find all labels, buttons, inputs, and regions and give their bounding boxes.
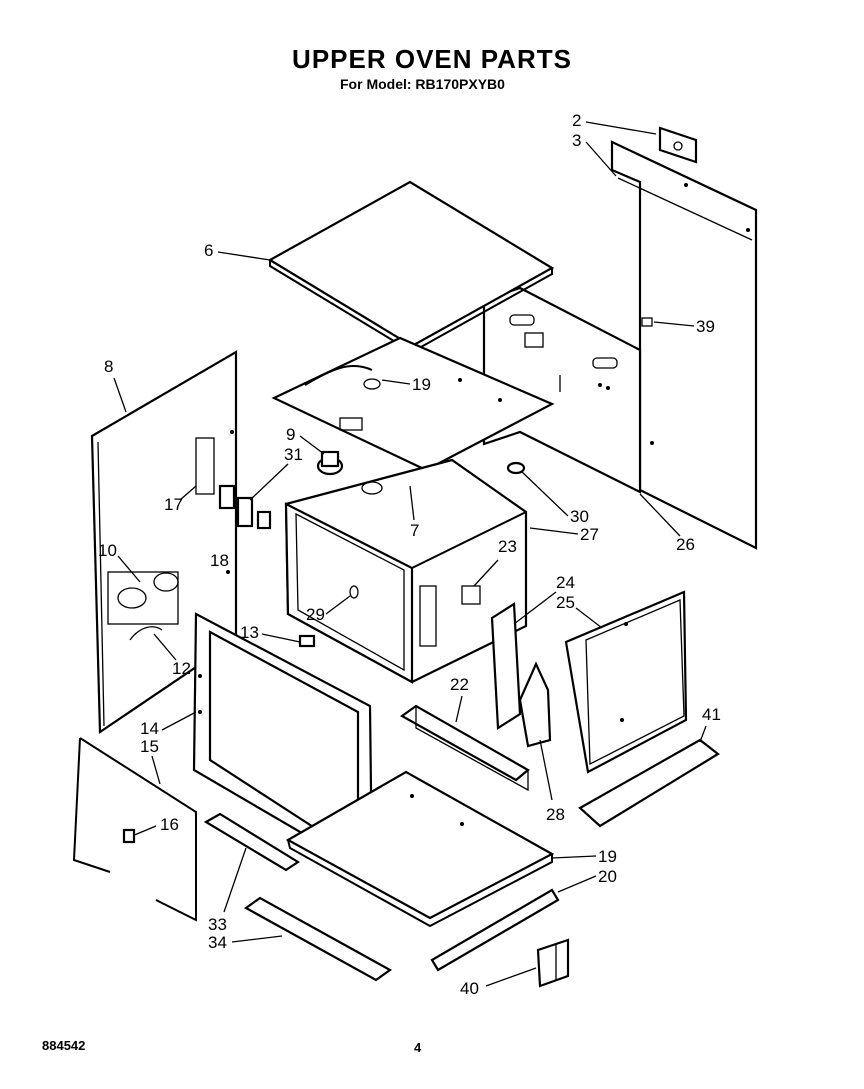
part-13-fitting (298, 634, 316, 648)
part-hinge-28 (518, 661, 552, 748)
part-oven-top-support (271, 336, 555, 472)
part-side-panel-25 (564, 590, 688, 774)
callout-39: 39 (696, 317, 715, 336)
callout-34: 34 (208, 933, 227, 952)
part-door-gasket (72, 737, 197, 922)
document-number: 884542 (42, 1038, 86, 1053)
part-16-clip (122, 828, 136, 844)
callout-31: 31 (284, 445, 303, 464)
callout-2: 2 (572, 111, 581, 130)
part-bottom-trim-41 (578, 738, 720, 828)
callout-8: 8 (104, 357, 113, 376)
callout-22: 22 (450, 675, 469, 694)
callout-20: 20 (598, 867, 617, 886)
callout-18: 18 (210, 551, 229, 570)
callout-30: 30 (570, 507, 589, 526)
part-trim-strip-33 (203, 812, 301, 872)
callout-labels: 2 3 6 39 8 19 9 31 17 7 30 27 26 10 18 2… (98, 111, 721, 998)
small-fittings (122, 461, 526, 844)
callout-40: 40 (460, 979, 479, 998)
part-bottom-panel (285, 770, 555, 928)
callout-19-top: 19 (412, 375, 431, 394)
callout-33: 33 (208, 915, 227, 934)
callout-13: 13 (240, 623, 259, 642)
page-number: 4 (414, 1040, 422, 1055)
part-trim-strip-34 (243, 896, 393, 982)
callout-26: 26 (676, 535, 695, 554)
part-hinge-24 (490, 602, 522, 730)
leader-lines (113, 121, 707, 987)
part-angle-strip-20 (430, 888, 560, 972)
part-valve-9 (316, 450, 344, 476)
callout-29: 29 (306, 605, 325, 624)
callout-19-bottom: 19 (598, 847, 617, 866)
page-title: UPPER OVEN PARTS (292, 44, 572, 74)
callout-24: 24 (556, 573, 575, 592)
part-side-panel-right (482, 286, 642, 494)
callout-25: 25 (556, 593, 575, 612)
callout-9: 9 (286, 425, 295, 444)
part-bracket-40 (536, 938, 570, 988)
part-side-support-22 (399, 704, 530, 792)
callout-6: 6 (204, 241, 213, 260)
part-oven-cavity (284, 458, 528, 684)
model-subtitle: For Model: RB170PXYB0 (340, 76, 505, 92)
callout-27: 27 (580, 525, 599, 544)
callout-23: 23 (498, 537, 517, 556)
callout-7: 7 (410, 521, 419, 540)
callout-28: 28 (546, 805, 565, 824)
callout-10: 10 (98, 541, 117, 560)
part-bracket-2 (658, 126, 698, 164)
callout-16: 16 (160, 815, 179, 834)
callout-17: 17 (164, 495, 183, 514)
callout-12: 12 (172, 659, 191, 678)
callout-41: 41 (702, 705, 721, 724)
callout-15: 15 (140, 737, 159, 756)
part-bracket-31 (218, 484, 272, 530)
part-30-plug (506, 461, 526, 475)
callout-14: 14 (140, 719, 159, 738)
part-front-frame (192, 612, 374, 876)
callout-3: 3 (572, 131, 581, 150)
